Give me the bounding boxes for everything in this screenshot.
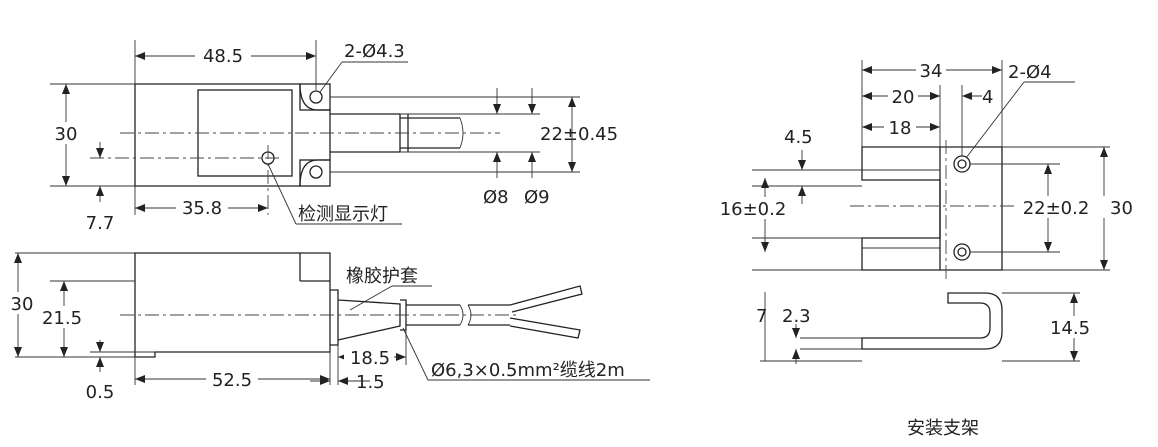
dim-bracket-inner: 20 (892, 87, 915, 108)
dim-base: 0.5 (86, 382, 115, 403)
dim-cable-d1: Ø8 (483, 187, 509, 208)
dim-boot-step: 1.5 (356, 372, 385, 393)
cable-side (406, 304, 510, 326)
mount-ear-top (299, 83, 331, 111)
sensor-body-side (134, 252, 331, 358)
dim-length-side: 52.5 (212, 370, 252, 391)
dim-bracket-height: 30 (1110, 198, 1133, 219)
boot-label: 橡胶护套 (346, 266, 418, 287)
rubber-boot (330, 289, 407, 346)
mounting-bracket: 34 20 4 18 2-Ø4 4.5 16±0.2 22±0.2 30 (716, 59, 1136, 439)
dim-height-side: 30 (11, 294, 34, 315)
wire-upper (509, 285, 583, 313)
dim-slot-length: 18 (889, 118, 912, 139)
dim-bracket-hole-pitch: 22±0.2 (1023, 198, 1090, 219)
dim-base-offset: 7 (756, 306, 767, 327)
dim-hole-pitch-top: 22±0.45 (540, 124, 618, 145)
sensor-body-top (134, 83, 331, 187)
dim-boot-length: 18.5 (350, 348, 390, 369)
bracket-caption: 安装支架 (907, 418, 979, 439)
dim-led-x: 35.8 (182, 198, 222, 219)
dim-cable-d2: Ø9 (524, 187, 550, 208)
dim-slot-width: 4.5 (784, 127, 813, 148)
side-view: 30 21.5 0.5 52.5 18.5 1.5 橡胶护套 Ø6,3×0.5m… (6, 252, 650, 403)
bracket-hook (861, 292, 1003, 350)
bracket-hole-top (953, 155, 971, 173)
dim-holes-top: 2-Ø4.3 (344, 41, 405, 62)
dim-mid-height: 21.5 (42, 308, 82, 329)
dim-bracket-width: 34 (920, 61, 943, 82)
mount-hole-bottom (309, 165, 323, 179)
led-label: 检测显示灯 (298, 204, 388, 225)
dim-bracket-gap: 4 (982, 87, 993, 108)
dim-width-top: 48.5 (203, 46, 243, 67)
cable-spec: Ø6,3×0.5mm²缆线2m (431, 360, 625, 381)
top-view: 48.5 2-Ø4.3 30 22±0.45 Ø8 Ø9 7.7 35.8 检测… (50, 40, 618, 234)
dim-thickness: 2.3 (782, 306, 811, 327)
dim-led-y: 7.7 (86, 213, 115, 234)
dim-bracket-holes: 2-Ø4 (1008, 62, 1052, 83)
bracket-hole-bottom (953, 243, 971, 261)
mount-ear-bottom (299, 159, 331, 187)
mount-hole-top (309, 90, 323, 104)
dim-slot-pitch: 16±0.2 (720, 199, 787, 220)
dim-height-top: 30 (55, 124, 78, 145)
wire-lower (509, 317, 581, 339)
dim-hook-height: 14.5 (1050, 318, 1090, 339)
